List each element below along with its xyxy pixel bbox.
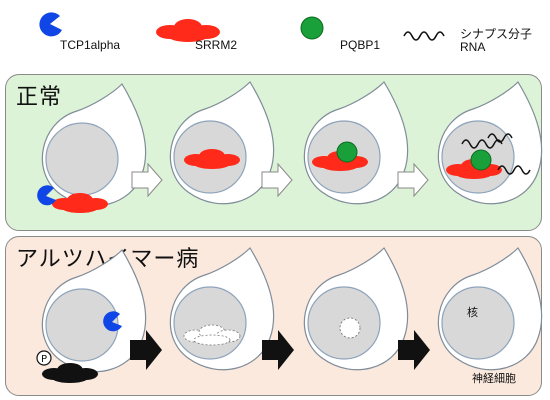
ad-cell-2 <box>169 247 275 371</box>
nucleus-label: 核 <box>467 306 478 319</box>
legend-srrm2-label: SRRM2 <box>195 38 238 52</box>
srrm2-legend-icon <box>156 19 220 42</box>
arrow-right-icon <box>261 162 293 198</box>
legend-tcp1alpha-label: TCP1alpha <box>60 38 121 52</box>
rna-icon <box>487 133 513 143</box>
legend-rna-label-line2: RNA <box>460 40 486 54</box>
pqbp1-faded <box>339 317 361 339</box>
nucleus <box>45 122 119 196</box>
arrow-right-icon <box>398 330 430 370</box>
phospho-icon <box>36 350 52 366</box>
pqbp1-legend-icon <box>300 16 324 40</box>
rna-legend-icon <box>403 31 445 41</box>
tcp1alpha-icon <box>37 185 56 206</box>
normal-panel-title: 正常 <box>16 85 63 110</box>
pqbp1-icon <box>470 149 492 171</box>
arrow-right-icon <box>262 330 294 370</box>
legend-rna-label-line1: シナプス分子 <box>460 27 533 41</box>
phospho-label: P <box>41 354 47 365</box>
arrow-right-icon <box>397 162 429 198</box>
normal-cell-1 <box>41 83 147 207</box>
pqbp1-icon <box>336 141 358 163</box>
tcp1alpha-icon <box>103 311 122 332</box>
neuron-label: 神経細胞 <box>472 372 516 385</box>
ad-cell-4 <box>437 247 543 371</box>
rna-icon <box>461 139 503 149</box>
ad-cell-3 <box>303 247 409 371</box>
normal-cell-3 <box>303 81 409 205</box>
arrow-right-icon <box>131 162 163 198</box>
arrow-right-icon <box>130 330 162 370</box>
normal-cell-4 <box>437 81 543 205</box>
nucleus <box>441 286 515 360</box>
legend-pqbp1-label: PQBP1 <box>340 38 381 52</box>
tcp1alpha-legend-icon <box>39 12 62 37</box>
nucleus <box>173 286 247 360</box>
rna-icon <box>497 165 531 175</box>
legend-graphics <box>39 12 445 42</box>
normal-cell-2 <box>169 81 275 205</box>
